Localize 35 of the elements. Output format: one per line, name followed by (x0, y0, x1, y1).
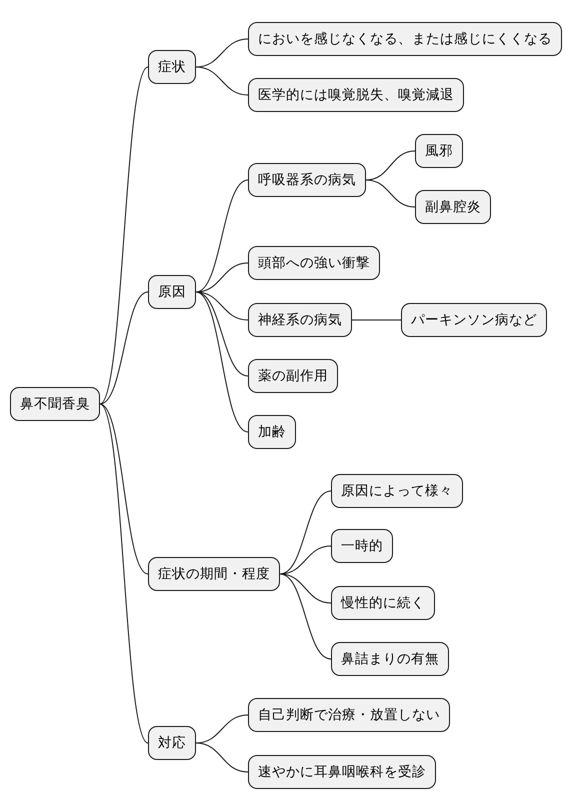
connector-line (280, 574, 332, 660)
topic-box: 速やかに耳鼻咽喉科を受診 (248, 755, 436, 789)
topic-box: 頭部への強い衝撃 (248, 246, 380, 280)
connector-line (100, 404, 148, 744)
connector-line (196, 742, 248, 772)
topic-box: 原因 (148, 275, 196, 309)
connector-line (196, 292, 248, 320)
topic-box: 慢性的に続く (331, 586, 435, 620)
connector-line (366, 180, 416, 208)
topic-box: 対応 (148, 726, 196, 760)
topic-box: 風邪 (415, 134, 463, 168)
topic-box: 呼吸器系の病気 (248, 163, 366, 197)
connector-line (100, 292, 148, 404)
connector-line (196, 180, 248, 292)
topic-box: 原因によって様々 (331, 474, 463, 508)
topic-box: 薬の副作用 (248, 359, 338, 393)
connector-line (100, 66, 148, 404)
topic-box: パーキンソン病など (401, 303, 547, 337)
connector-line (196, 292, 248, 376)
connector-line (100, 404, 148, 574)
topic-box: 医学的には嗅覚脱失、嗅覚減退 (248, 78, 464, 112)
topic-box: 症状 (148, 50, 196, 84)
topic-box: においを感じなくなる、または感じにくくなる (248, 22, 562, 56)
topic-box: 自己判断で治療・放置しない (248, 698, 450, 732)
connector-line (280, 574, 332, 604)
topic-box: 加齢 (248, 415, 296, 449)
topic-box: 一時的 (331, 529, 393, 563)
topic-box: 神経系の病気 (248, 303, 352, 337)
connector-line (280, 490, 332, 574)
connector-line (196, 66, 248, 96)
topic-box: 副鼻腔炎 (415, 190, 491, 224)
topic-box: 症状の期間・程度 (148, 557, 280, 591)
topic-box: 鼻不聞香臭 (10, 387, 100, 421)
topic-box: 鼻詰まりの有無 (331, 642, 449, 676)
connector-line (196, 292, 248, 432)
